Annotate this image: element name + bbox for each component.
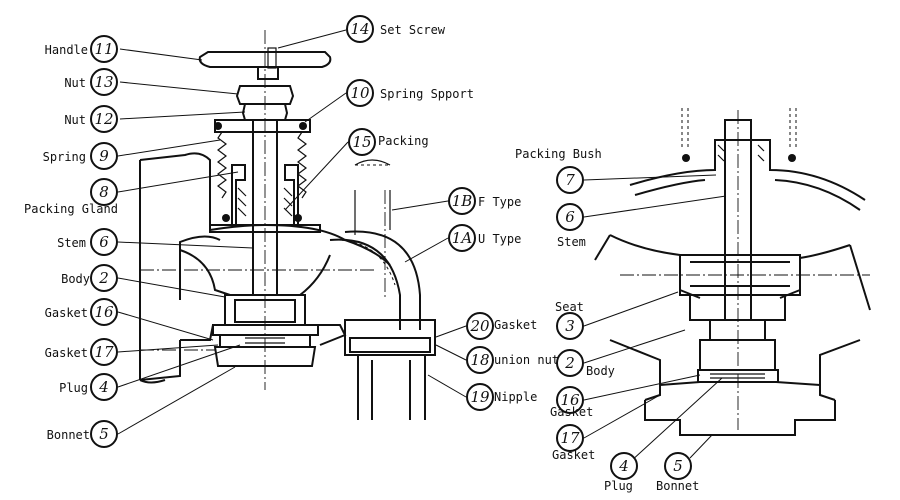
callout-plug-left: 4 Plug [59, 373, 118, 401]
callout-number: 17 [560, 429, 580, 447]
callout-number: 19 [470, 388, 490, 406]
callout-number: 8 [99, 183, 109, 201]
callout-label: F Type [478, 195, 521, 209]
callout-number: 1A [452, 229, 473, 247]
callout-body-right: 2 Body [556, 349, 615, 378]
callout-number: 6 [565, 208, 575, 226]
callout-number: 13 [94, 73, 113, 91]
callout-spring: 9 Spring [43, 142, 118, 170]
callout-label: Nut [64, 76, 86, 90]
callout-number: 5 [673, 457, 683, 475]
callout-packing-gland: 8 Packing Gland [24, 178, 118, 216]
callout-number: 14 [350, 20, 369, 38]
callout-gasket-20: 20 Gasket [466, 312, 537, 340]
callout-gasket-17-right: 17 Gasket [552, 424, 595, 462]
callout-label: Stem [557, 235, 586, 249]
callout-gasket-17-left: 17 Gasket [45, 338, 118, 366]
callout-packing-bush: 7 Packing Bush [515, 147, 602, 194]
callout-circle [346, 15, 374, 43]
callout-gasket-16-left: 16 Gasket [45, 298, 118, 326]
callout-label: U Type [478, 232, 521, 246]
callout-set-screw: 14 Set Screw [346, 15, 446, 43]
callout-label: Gasket [45, 306, 88, 320]
callout-number: 11 [94, 40, 113, 58]
callout-packing: 15 Packing [348, 128, 429, 156]
callout-number: 18 [470, 351, 489, 369]
left-valve-drawing [139, 30, 436, 420]
callout-bonnet-left: 5 Bonnet [47, 420, 118, 448]
callout-label: Seat [555, 300, 584, 314]
callout-number: 5 [99, 425, 109, 443]
callout-label: Bonnet [656, 479, 699, 493]
callout-spring-support: 10 Spring Spport [346, 79, 474, 107]
callout-label: Spring Spport [380, 87, 474, 101]
callout-label: Packing [378, 134, 429, 148]
callout-label: Stem [57, 236, 86, 250]
callout-nut-13: 13 Nut [64, 68, 118, 96]
callout-number: 4 [618, 457, 629, 475]
callout-number: 7 [565, 171, 575, 189]
callout-label: Nut [64, 113, 86, 127]
callout-body-left: 2 Body [61, 264, 118, 292]
callout-bonnet-right: 5 Bonnet [656, 452, 699, 493]
callout-nipple: 19 Nipple [466, 383, 537, 411]
callout-label: Handle [45, 43, 88, 57]
callout-gasket-16-right: 16 Gasket [550, 386, 593, 419]
callout-label: Packing Bush [515, 147, 602, 161]
callout-stem-right: 6 Stem [556, 203, 586, 249]
callout-f-type: 1B F Type [448, 187, 521, 215]
callout-number: 3 [565, 317, 575, 335]
callout-number: 6 [99, 233, 109, 251]
callout-u-type: 1A U Type [448, 224, 521, 252]
callout-number: 10 [350, 84, 370, 102]
callout-seat: 3 Seat [555, 300, 584, 340]
callout-number: 9 [99, 147, 109, 165]
callout-number: 20 [469, 317, 490, 335]
callout-stem-left: 6 Stem [57, 228, 118, 256]
callout-number: 12 [94, 110, 113, 128]
callout-label: Set Screw [380, 23, 446, 37]
callout-label: Plug [59, 381, 88, 395]
callout-label: Spring [43, 150, 86, 164]
callout-number: 17 [94, 343, 114, 361]
callout-number: 15 [352, 133, 371, 151]
callout-label: Nipple [494, 390, 537, 404]
callout-handle: 11 Handle [45, 35, 118, 63]
callout-number: 16 [94, 303, 114, 321]
callout-label: Plug [604, 479, 633, 493]
leader-lines [117, 29, 727, 463]
callout-number: 2 [98, 269, 109, 287]
callout-label: Gasket [45, 346, 88, 360]
callout-label: Body [61, 272, 90, 286]
callout-label: Bonnet [47, 428, 90, 442]
callout-label: Packing Gland [24, 202, 118, 216]
callout-number: 2 [564, 354, 575, 372]
callout-nut-12: 12 Nut [64, 105, 118, 133]
callout-label: Gasket [552, 448, 595, 462]
callout-number: 1B [452, 192, 473, 210]
callout-label: Gasket [550, 405, 593, 419]
callout-number: 4 [98, 378, 109, 396]
callout-label: Gasket [494, 318, 537, 332]
callout-label: union nut [494, 353, 559, 367]
right-valve-drawing [594, 108, 871, 436]
callout-plug-right: 4 Plug [604, 452, 638, 493]
callout-label: Body [586, 364, 615, 378]
callout-number: 16 [560, 391, 580, 409]
callout-union-nut: 18 union nut [466, 346, 559, 374]
